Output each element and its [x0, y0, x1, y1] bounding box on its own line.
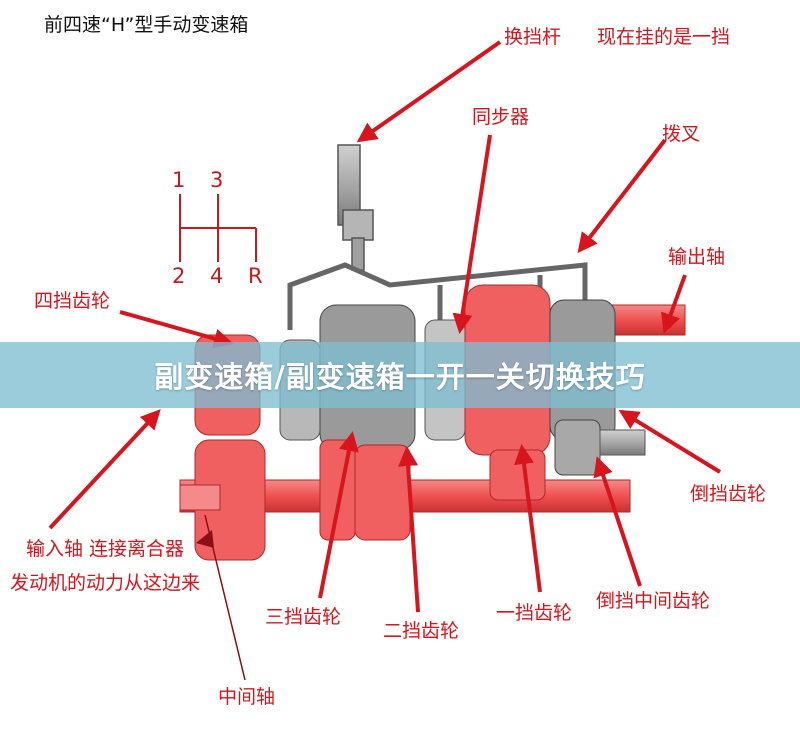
input-pointer-arrowhead [196, 530, 214, 548]
label-reverse-gear: 倒挡齿轮 [690, 483, 767, 505]
label-third-gear: 三挡齿轮 [265, 606, 342, 628]
shift-pattern-lines [179, 194, 257, 262]
label-countershaft: 中间轴 [218, 686, 276, 708]
label-synchronizer: 同步器 [472, 106, 530, 128]
shift-pattern-1: 1 [172, 168, 186, 192]
label-current-gear: 现在挂的是一挡 [597, 26, 731, 48]
label-second-gear: 二挡齿轮 [383, 620, 460, 642]
label-input-shaft: 输入轴 连接离合器 [26, 538, 185, 560]
label-reverse-idler-gear: 倒挡中间齿轮 [596, 590, 711, 612]
shift-pattern-3: 3 [210, 168, 224, 192]
label-arrows [48, 40, 722, 613]
label-shift-fork: 拨叉 [662, 123, 701, 145]
title-banner: 副变速箱/副变速箱一开一关切换技巧 [0, 342, 800, 408]
shift-pattern-2: 2 [172, 264, 186, 288]
diagram-title: 前四速“H”型手动变速箱 [44, 14, 249, 36]
banner-text: 副变速箱/副变速箱一开一关切换技巧 [154, 360, 646, 394]
countershaft [179, 439, 631, 561]
label-engine-power: 发动机的动力从这边来 [10, 572, 201, 594]
label-fourth-gear: 四挡齿轮 [34, 290, 111, 312]
shift-pattern-r: R [248, 264, 263, 288]
shift-pattern-4: 4 [210, 264, 224, 288]
label-output-shaft: 输出轴 [668, 246, 726, 268]
label-shift-lever: 换挡杆 [504, 26, 562, 48]
shift-lever [337, 144, 374, 271]
label-first-gear: 一挡齿轮 [496, 602, 573, 624]
